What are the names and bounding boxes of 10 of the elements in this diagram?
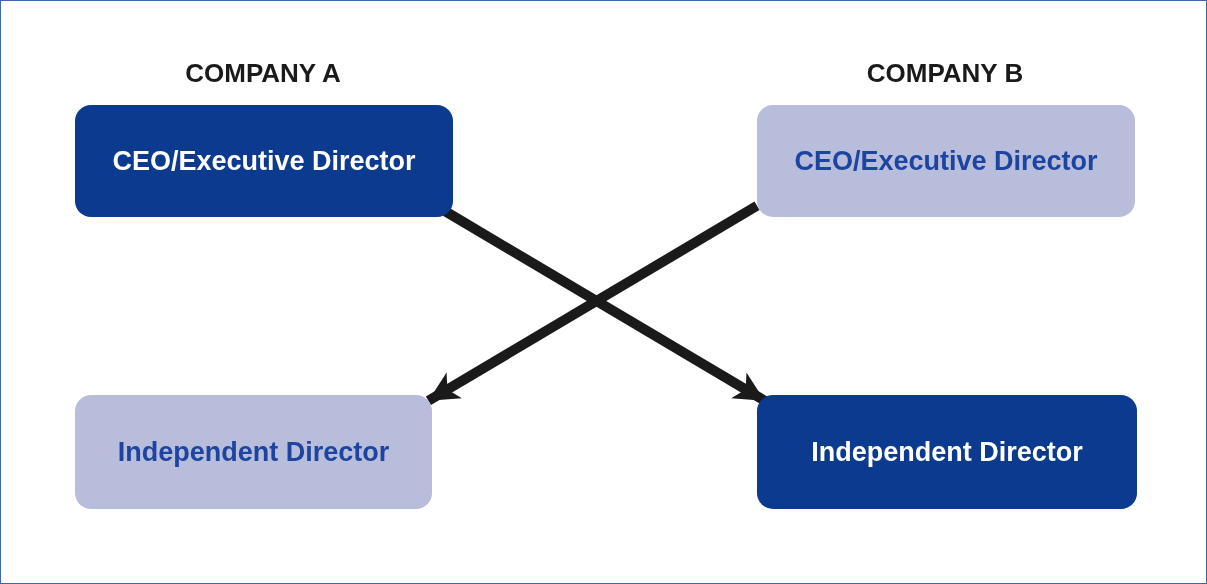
role-box <box>75 105 453 217</box>
role-box <box>75 395 432 509</box>
role-label: CEO/Executive Director <box>794 145 1098 177</box>
role-box <box>757 105 1135 217</box>
role-box <box>757 395 1137 509</box>
role-label: Independent Director <box>117 436 390 468</box>
role-label: CEO/Executive Director <box>112 145 416 177</box>
role-label: Independent Director <box>811 436 1083 468</box>
company-heading: COMPANY A <box>185 58 341 89</box>
company-heading: COMPANY B <box>866 58 1024 89</box>
